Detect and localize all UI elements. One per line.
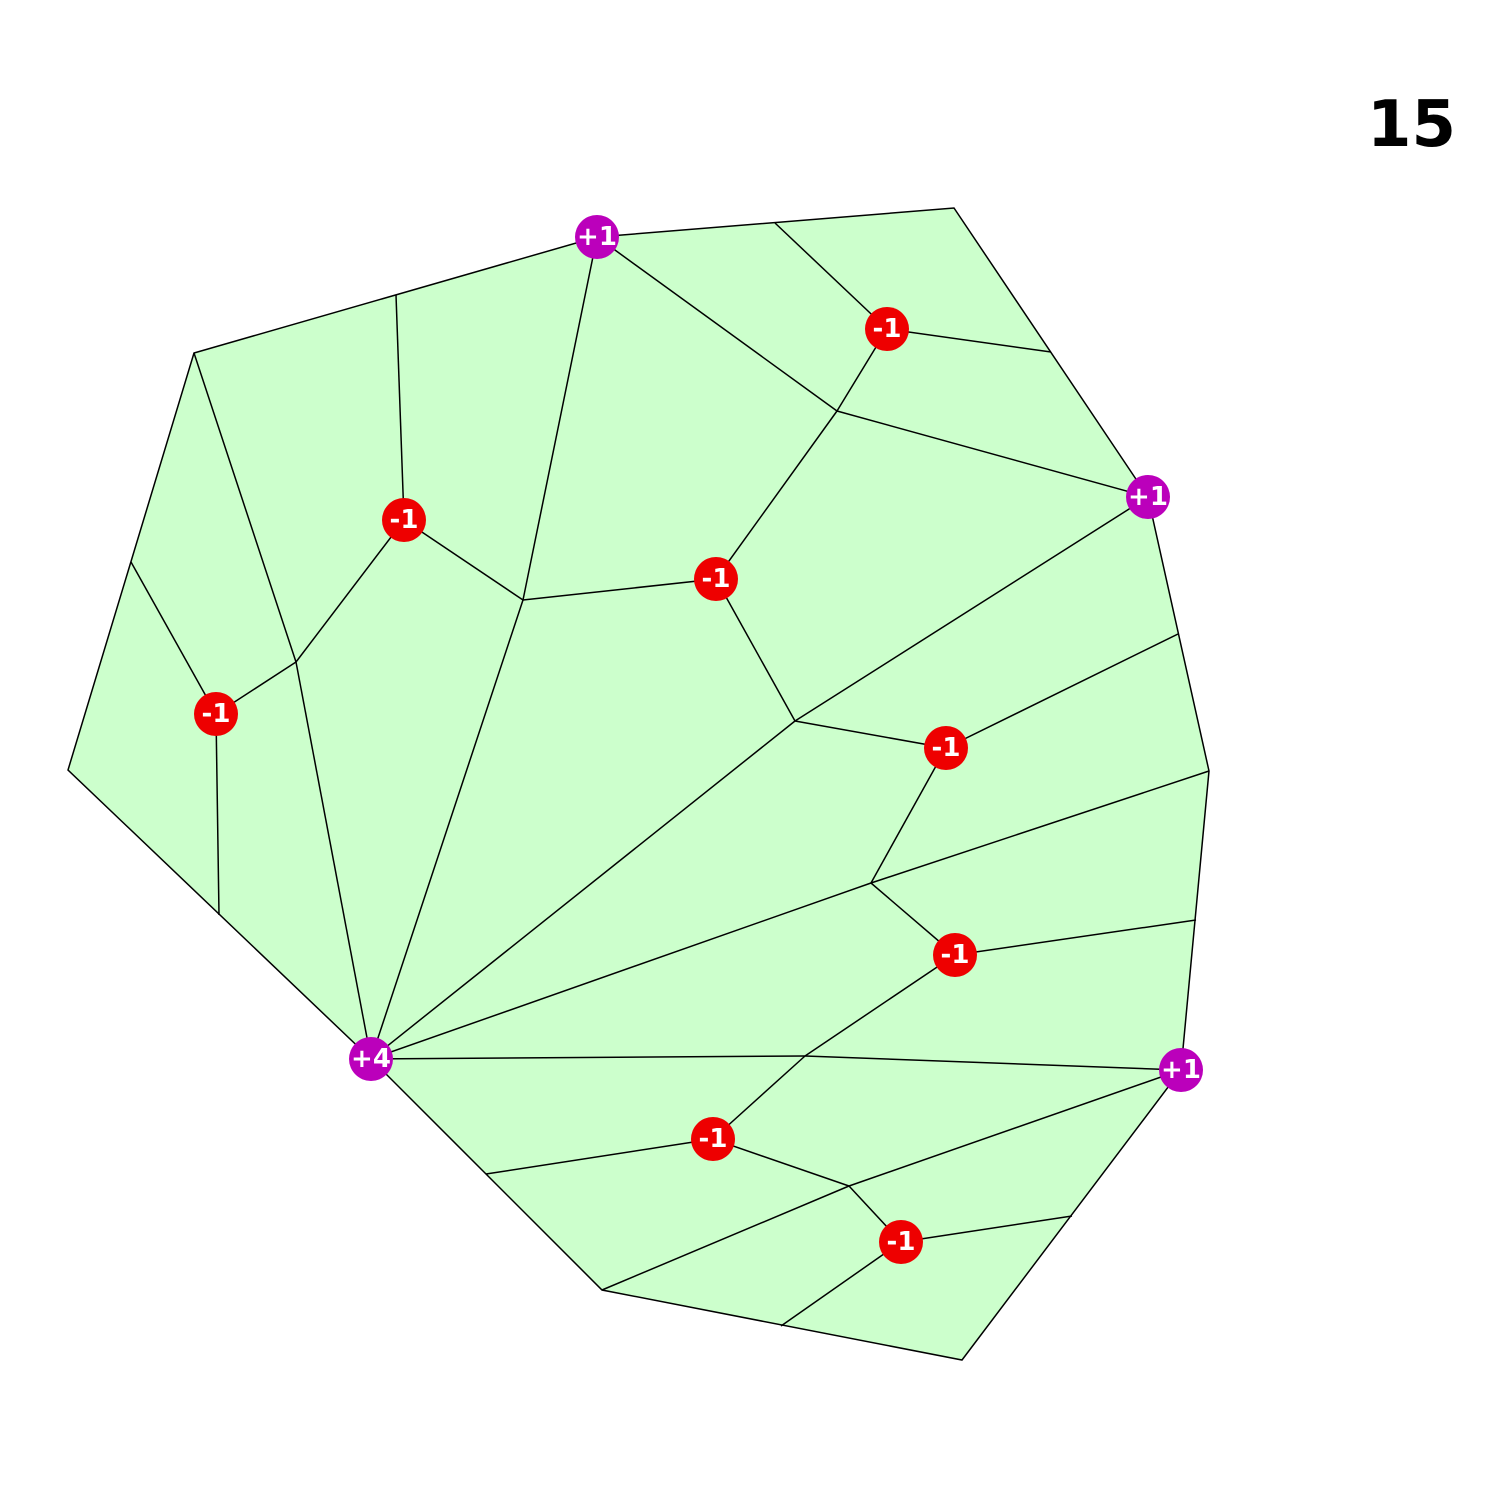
edge-29 <box>804 1055 1182 1071</box>
node-marker <box>694 557 738 601</box>
node-charge-label: -1 <box>932 733 961 763</box>
edge-17 <box>215 713 220 916</box>
edge-28 <box>370 1055 806 1060</box>
edge-7 <box>715 578 796 722</box>
node-charge-label: +1 <box>577 222 617 252</box>
node-marker <box>1126 475 1170 519</box>
edge-10 <box>403 519 524 601</box>
edge-33 <box>848 1069 1182 1187</box>
node-n-center: -1 <box>694 557 738 601</box>
edge-37 <box>780 1241 902 1327</box>
node-charge-label: -1 <box>702 564 731 594</box>
node-marker <box>194 692 238 736</box>
node-marker <box>924 726 968 770</box>
edge-24 <box>370 882 872 1060</box>
node-n-bottom-mid: -1 <box>691 1117 735 1161</box>
edge-5 <box>715 410 838 580</box>
node-charge-label: +1 <box>1161 1055 1201 1085</box>
node-n-left-upper: -1 <box>382 498 426 542</box>
edge-21 <box>945 633 1179 749</box>
edge-4 <box>836 410 1149 498</box>
edge-32 <box>712 1138 850 1187</box>
node-marker <box>349 1037 393 1081</box>
edge-9 <box>395 294 405 521</box>
node-marker <box>933 933 977 977</box>
node-n-bottom-right: -1 <box>879 1220 923 1264</box>
edge-22 <box>870 747 947 884</box>
node-p-right-upper: +1 <box>1126 475 1170 519</box>
node-marker <box>879 1220 923 1264</box>
edge-0 <box>774 222 888 330</box>
node-group: +1 +1 +1 +4 -1 -1 -1 -1 -1 -1 -1 -1 <box>194 215 1203 1264</box>
edge-15 <box>193 352 297 663</box>
edge-36 <box>900 1215 1073 1243</box>
node-n-left: -1 <box>194 692 238 736</box>
node-charge-label: -1 <box>202 699 231 729</box>
edge-3 <box>596 236 838 412</box>
node-marker <box>382 498 426 542</box>
edge-16 <box>130 561 217 715</box>
node-n-top-right: -1 <box>865 307 909 351</box>
figure-number: 15 <box>1366 88 1456 162</box>
node-charge-label: -1 <box>873 314 902 344</box>
node-charge-label: -1 <box>699 1124 728 1154</box>
node-p-top: +1 <box>575 215 619 259</box>
edge-18 <box>794 496 1149 722</box>
edge-1 <box>886 328 1052 353</box>
edge-8 <box>522 236 598 601</box>
edge-34 <box>601 1185 850 1291</box>
node-n-right-mid: -1 <box>924 726 968 770</box>
node-marker <box>865 307 909 351</box>
edge-12 <box>370 599 524 1060</box>
edge-31 <box>485 1138 714 1175</box>
green-region <box>67 207 1210 1361</box>
edge-27 <box>804 954 956 1057</box>
node-charge-label: -1 <box>941 940 970 970</box>
node-marker <box>691 1117 735 1161</box>
edge-26 <box>954 919 1197 956</box>
node-charge-label: +4 <box>351 1044 391 1074</box>
node-charge-label: +1 <box>1128 482 1168 512</box>
edge-19 <box>370 720 796 1060</box>
node-marker <box>575 215 619 259</box>
edge-23 <box>870 770 1210 884</box>
edge-11 <box>295 519 405 663</box>
edge-14 <box>295 661 372 1060</box>
node-marker <box>1159 1048 1203 1092</box>
node-p-right-lower: +1 <box>1159 1048 1203 1092</box>
node-n-right-low: -1 <box>933 933 977 977</box>
node-charge-label: -1 <box>390 505 419 535</box>
edge-20 <box>794 720 947 749</box>
edge-6 <box>522 578 717 601</box>
node-p-center: +4 <box>349 1037 393 1081</box>
node-charge-label: -1 <box>887 1227 916 1257</box>
